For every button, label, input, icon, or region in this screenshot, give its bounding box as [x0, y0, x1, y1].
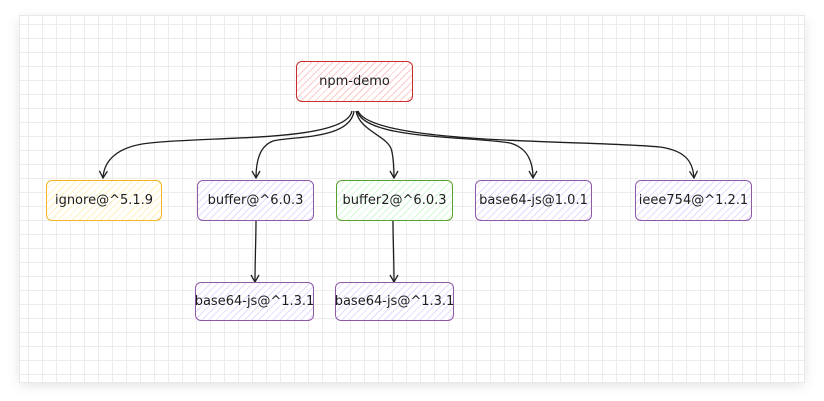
edge-root-ignore	[98, 110, 353, 180]
edge-buffer2-base64	[389, 219, 399, 284]
node-buffer[interactable]: buffer@^6.0.3	[197, 180, 314, 221]
edge-root-base64-101	[356, 110, 538, 180]
node-ieee754[interactable]: ieee754@^1.2.1	[635, 180, 752, 221]
node-npm-demo[interactable]: npm-demo	[296, 61, 413, 102]
edge-root-ieee	[357, 110, 699, 180]
node-base64-js-1-0-1[interactable]: base64-js@1.0.1	[475, 180, 592, 221]
edge-buffer-base64	[250, 219, 260, 284]
node-ignore[interactable]: ignore@^5.1.9	[46, 180, 162, 221]
node-buffer-base64-js[interactable]: base64-js@^1.3.1	[195, 282, 314, 321]
edge-root-buffer	[251, 110, 355, 180]
edge-root-buffer2	[355, 110, 399, 180]
node-buffer2-base64-js[interactable]: base64-js@^1.3.1	[335, 282, 454, 321]
node-buffer2[interactable]: buffer2@^6.0.3	[336, 180, 453, 221]
